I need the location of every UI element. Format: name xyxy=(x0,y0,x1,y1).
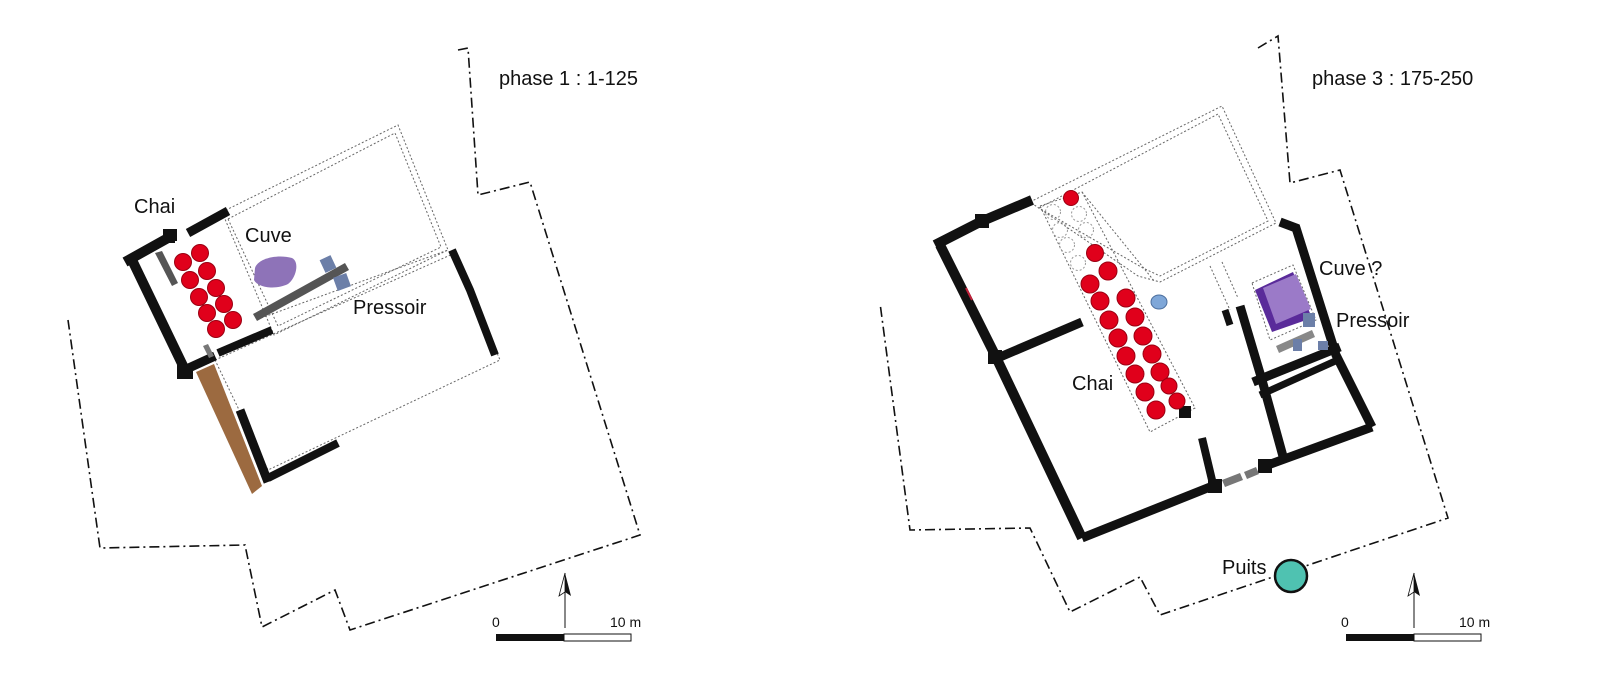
north-arrow xyxy=(558,572,571,628)
label-pressoir: Pressoir xyxy=(1336,310,1410,332)
restored-wall-outline xyxy=(221,124,449,336)
scale-start: 0 xyxy=(1341,614,1349,630)
dolium xyxy=(1090,291,1110,311)
dolium xyxy=(215,295,233,313)
dolium-empty xyxy=(1045,204,1061,220)
dolium-empty xyxy=(1070,255,1086,271)
dolium xyxy=(1125,364,1145,384)
dolium xyxy=(174,253,192,271)
dolium-empty xyxy=(1052,222,1068,238)
dolium xyxy=(181,271,199,289)
restored-south-room xyxy=(214,252,501,471)
dolium xyxy=(1108,328,1128,348)
dolium-empty xyxy=(1078,222,1094,238)
dolium xyxy=(1086,244,1104,262)
wall-trace xyxy=(965,287,973,301)
walls xyxy=(122,207,499,484)
dolium xyxy=(1098,261,1118,281)
dolium xyxy=(1142,344,1162,364)
pier xyxy=(177,365,193,379)
scale-start: 0 xyxy=(492,614,500,630)
restored-wall-inner xyxy=(1037,113,1269,277)
restored-wall xyxy=(1221,261,1239,299)
dolium xyxy=(207,279,225,297)
restored-partition xyxy=(1081,191,1156,283)
well-shape xyxy=(1273,558,1309,594)
threshold-grey xyxy=(1222,467,1259,487)
dolium xyxy=(1063,190,1079,206)
dolium xyxy=(1116,288,1136,308)
walls xyxy=(932,195,1377,543)
dolium xyxy=(1133,326,1153,346)
restored-wall-outline xyxy=(1029,105,1277,283)
pressoir-shape xyxy=(253,255,351,321)
pier xyxy=(1179,406,1191,418)
plan-title: phase 3 : 175-250 xyxy=(1312,68,1473,90)
empty-dolia-group xyxy=(1045,204,1094,271)
pier xyxy=(1258,459,1272,473)
dolium xyxy=(1080,274,1100,294)
pier xyxy=(975,214,989,228)
label-chai: Chai xyxy=(1072,373,1113,395)
plan-title: phase 1 : 1-125 xyxy=(499,68,638,90)
dolium xyxy=(1168,392,1186,410)
restored-partition xyxy=(260,249,449,319)
plan-phase-3: phase 3 : 175-250 Chai Cuve ? Pressoir P… xyxy=(879,34,1490,642)
restored-cuve-area xyxy=(1251,264,1317,341)
dolium xyxy=(1125,307,1145,327)
pier xyxy=(988,350,1002,364)
label-cuve: Cuve ? xyxy=(1319,258,1382,280)
label-chai: Chai xyxy=(134,196,175,218)
scale-end: 10 m xyxy=(1459,614,1490,630)
dolium xyxy=(1135,382,1155,402)
dolia-group xyxy=(1063,190,1186,420)
dolium xyxy=(1150,362,1170,382)
basin-shape xyxy=(1150,294,1168,310)
label-pressoir: Pressoir xyxy=(353,297,427,319)
pier xyxy=(163,229,177,241)
restored-wall xyxy=(1209,265,1231,311)
dolium xyxy=(1116,346,1136,366)
pier xyxy=(1208,479,1222,493)
pressoir-shape xyxy=(1276,313,1328,353)
dolium xyxy=(1099,310,1119,330)
label-cuve: Cuve xyxy=(245,225,292,247)
scale-end: 10 m xyxy=(610,614,641,630)
dolium xyxy=(1160,377,1178,395)
dolium xyxy=(190,288,208,306)
channel-grey xyxy=(155,251,178,286)
dolia-group xyxy=(174,244,242,338)
threshold-grey xyxy=(203,344,214,358)
dolium-empty xyxy=(1071,206,1087,222)
excavation-boundary xyxy=(879,34,1449,616)
scale-bar: 0 10 m xyxy=(492,614,641,642)
cuve-shape xyxy=(254,256,297,288)
dolium xyxy=(207,320,225,338)
dolium xyxy=(224,311,242,329)
label-puits: Puits xyxy=(1222,557,1266,579)
dolium xyxy=(1146,400,1166,420)
dolium xyxy=(198,304,216,322)
dolium-empty xyxy=(1059,237,1075,253)
restored-wall-inner xyxy=(227,132,442,327)
brown-wall xyxy=(196,364,262,494)
scale-bar: 0 10 m xyxy=(1341,614,1490,642)
excavation-boundary xyxy=(67,47,641,631)
dolium xyxy=(191,244,209,262)
north-arrow xyxy=(1407,572,1420,628)
cuve-shape xyxy=(1255,272,1312,332)
plan-phase-1: phase 1 : 1-125 Chai Cuve Pressoir 0 10 … xyxy=(67,47,641,642)
dolium xyxy=(198,262,216,280)
